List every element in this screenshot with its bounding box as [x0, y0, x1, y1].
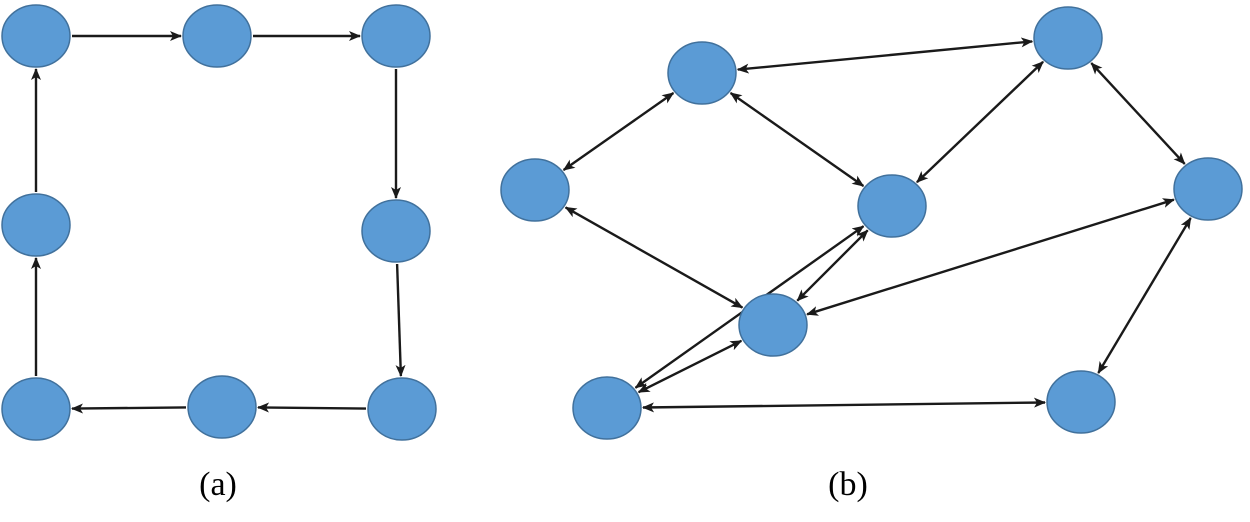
edge-a5-a6 [257, 402, 367, 413]
node-b2 [667, 41, 737, 105]
edge-a4-a5 [395, 263, 406, 377]
node-b1 [500, 158, 570, 222]
panel-a-label: (a) [199, 466, 237, 503]
node-a7 [1, 377, 71, 441]
node-b5 [1033, 6, 1103, 70]
edge-b1-b2 [562, 92, 675, 171]
edge-b2-b5 [736, 37, 1034, 74]
node-b4 [857, 174, 927, 238]
node-a1 [1, 4, 71, 68]
node-a4 [361, 199, 431, 263]
node-b8 [1173, 157, 1243, 221]
node-a3 [361, 4, 431, 68]
edge-b1-b3 [564, 206, 744, 309]
edge-a6-a7 [71, 403, 187, 414]
nodes-layer [1, 4, 1243, 441]
node-a2 [182, 4, 252, 68]
node-b6 [572, 376, 642, 440]
edge-b8-b7 [1097, 217, 1192, 374]
node-a8 [1, 193, 71, 257]
node-b3 [738, 293, 808, 357]
node-b7 [1046, 370, 1116, 434]
edge-b2-b4 [729, 92, 865, 187]
node-a6 [187, 375, 257, 439]
edge-b5-b8 [1090, 62, 1186, 165]
edge-b4-b5 [916, 60, 1044, 184]
panel-b-label: (b) [828, 466, 868, 503]
node-a5 [367, 377, 437, 441]
edge-b6-b7 [642, 397, 1046, 413]
edges-layer [31, 31, 1192, 414]
